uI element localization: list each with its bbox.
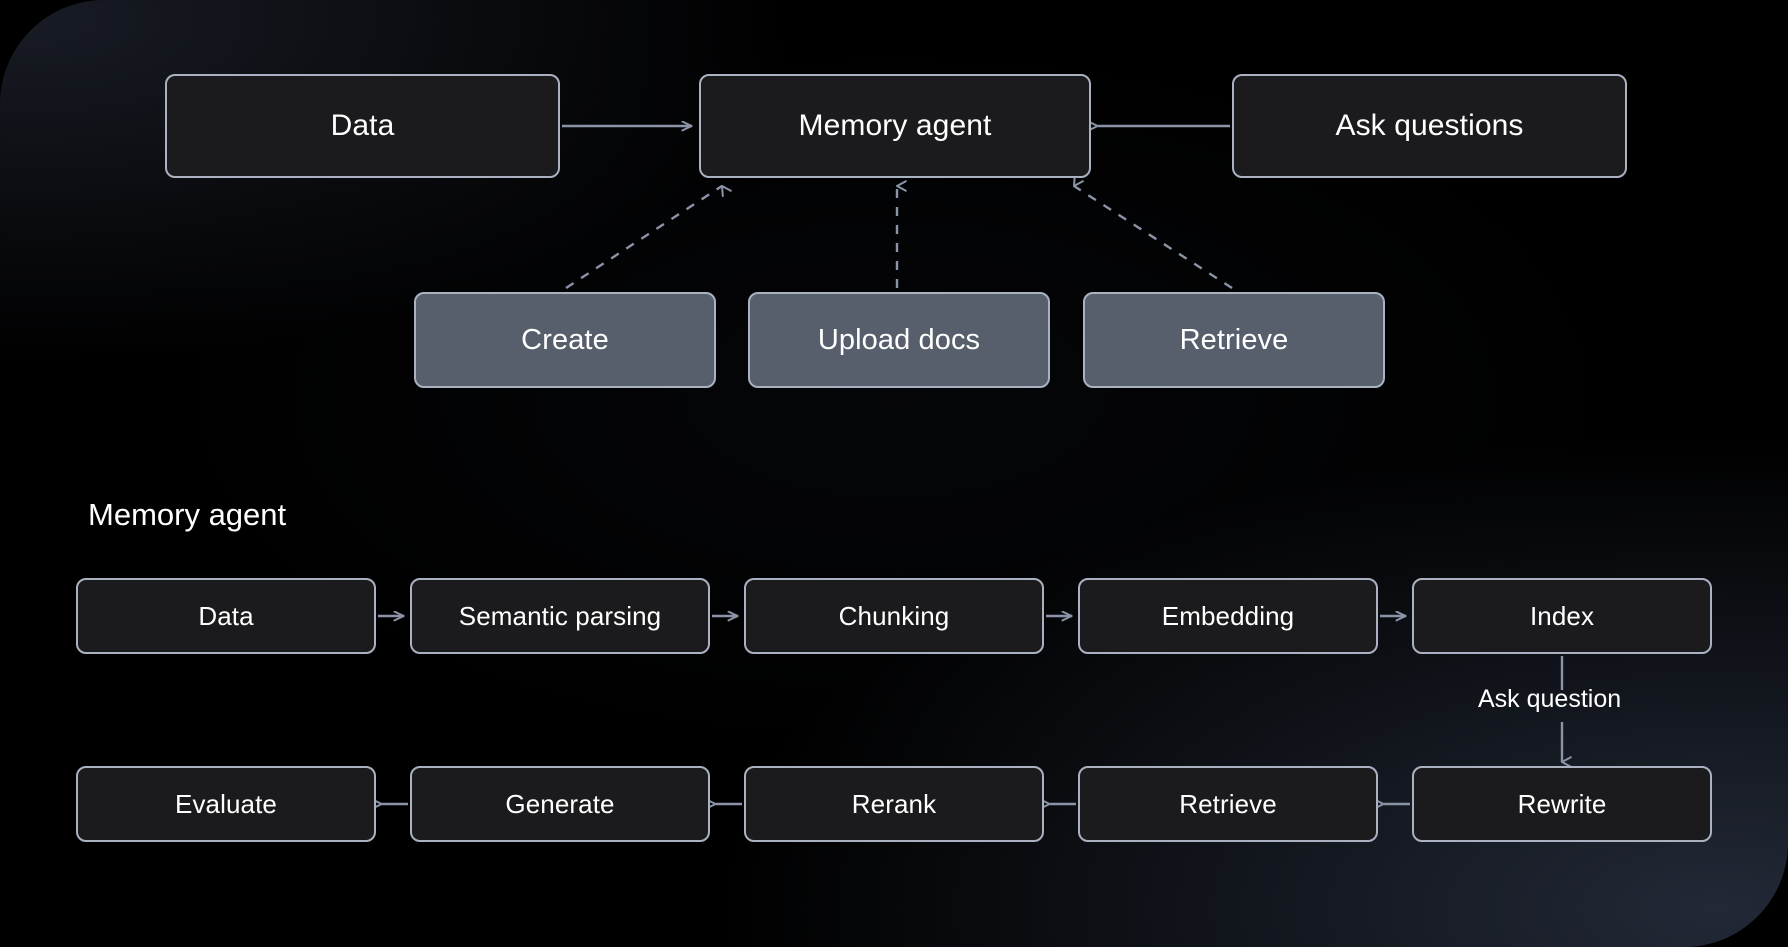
node-create[interactable]: Create [414, 292, 716, 388]
node-pipeline-data[interactable]: Data [76, 578, 376, 654]
node-pipeline-retrieve[interactable]: Retrieve [1078, 766, 1378, 842]
node-ask-questions[interactable]: Ask questions [1232, 74, 1627, 178]
node-pipeline-embedding[interactable]: Embedding [1078, 578, 1378, 654]
node-pipeline-evaluate[interactable]: Evaluate [76, 766, 376, 842]
node-pipeline-semantic-parsing[interactable]: Semantic parsing [410, 578, 710, 654]
node-data[interactable]: Data [165, 74, 560, 178]
edge-retrieve-to-memory-agent [1072, 175, 1233, 290]
node-pipeline-rerank[interactable]: Rerank [744, 766, 1044, 842]
edge-label-ask-question: Ask question [1478, 685, 1622, 713]
node-retrieve-top[interactable]: Retrieve [1083, 292, 1385, 388]
node-pipeline-chunking[interactable]: Chunking [744, 578, 1044, 654]
node-pipeline-index[interactable]: Index [1412, 578, 1712, 654]
edge-create-to-memory-agent [565, 184, 732, 290]
node-pipeline-rewrite[interactable]: Rewrite [1412, 766, 1712, 842]
section-title-memory-agent: Memory agent [88, 497, 287, 532]
node-upload-docs[interactable]: Upload docs [748, 292, 1050, 388]
node-pipeline-generate[interactable]: Generate [410, 766, 710, 842]
node-memory-agent[interactable]: Memory agent [699, 74, 1091, 178]
